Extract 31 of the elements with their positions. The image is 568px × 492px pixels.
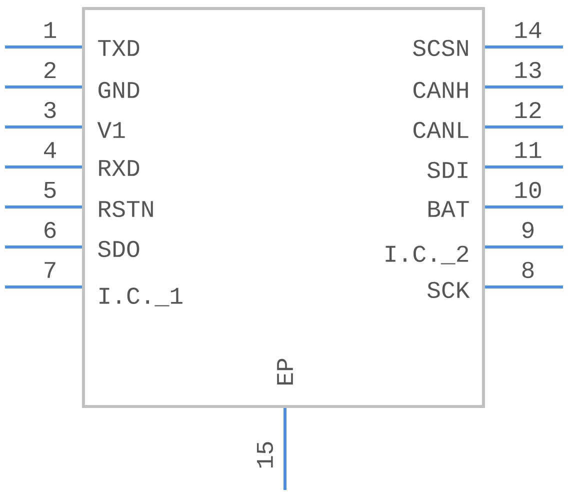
- pin-number: 15: [256, 442, 274, 468]
- pin-name: SDO: [98, 240, 140, 258]
- pin-name: BAT: [428, 201, 469, 217]
- ic-body: [82, 7, 485, 408]
- pin-number: 8: [522, 262, 534, 278]
- pin-name: V1: [97, 122, 125, 138]
- pin-name: RSTN: [99, 200, 153, 218]
- pin-name: CANL: [414, 122, 468, 138]
- pin-number: 10: [515, 182, 541, 198]
- pin-name: SCSN: [413, 40, 468, 56]
- pin-number: 9: [522, 222, 534, 238]
- pin-number: 7: [44, 262, 56, 278]
- pin-number: 6: [44, 222, 56, 238]
- pin-number: 3: [44, 102, 56, 118]
- pin-number: 11: [515, 142, 542, 158]
- pin-number: 4: [44, 142, 56, 158]
- pin-number: 2: [44, 62, 56, 78]
- pin-name: CANH: [414, 82, 468, 98]
- pin-name: SDI: [428, 162, 468, 178]
- pin-number: 12: [515, 102, 541, 118]
- pin-number: 14: [515, 22, 542, 38]
- pin-name: I.C._2: [386, 246, 468, 264]
- pin-name: GND: [98, 82, 140, 98]
- pin-name: I.C._1: [100, 288, 182, 306]
- pin-name: TXD: [98, 40, 140, 56]
- pin-name: EP: [277, 358, 293, 384]
- pin-name: SCK: [428, 282, 470, 298]
- pin-number: 5: [44, 182, 56, 198]
- pin-name: RXD: [99, 160, 140, 176]
- pin-number: 1: [44, 22, 56, 38]
- pin-number: 13: [515, 62, 541, 78]
